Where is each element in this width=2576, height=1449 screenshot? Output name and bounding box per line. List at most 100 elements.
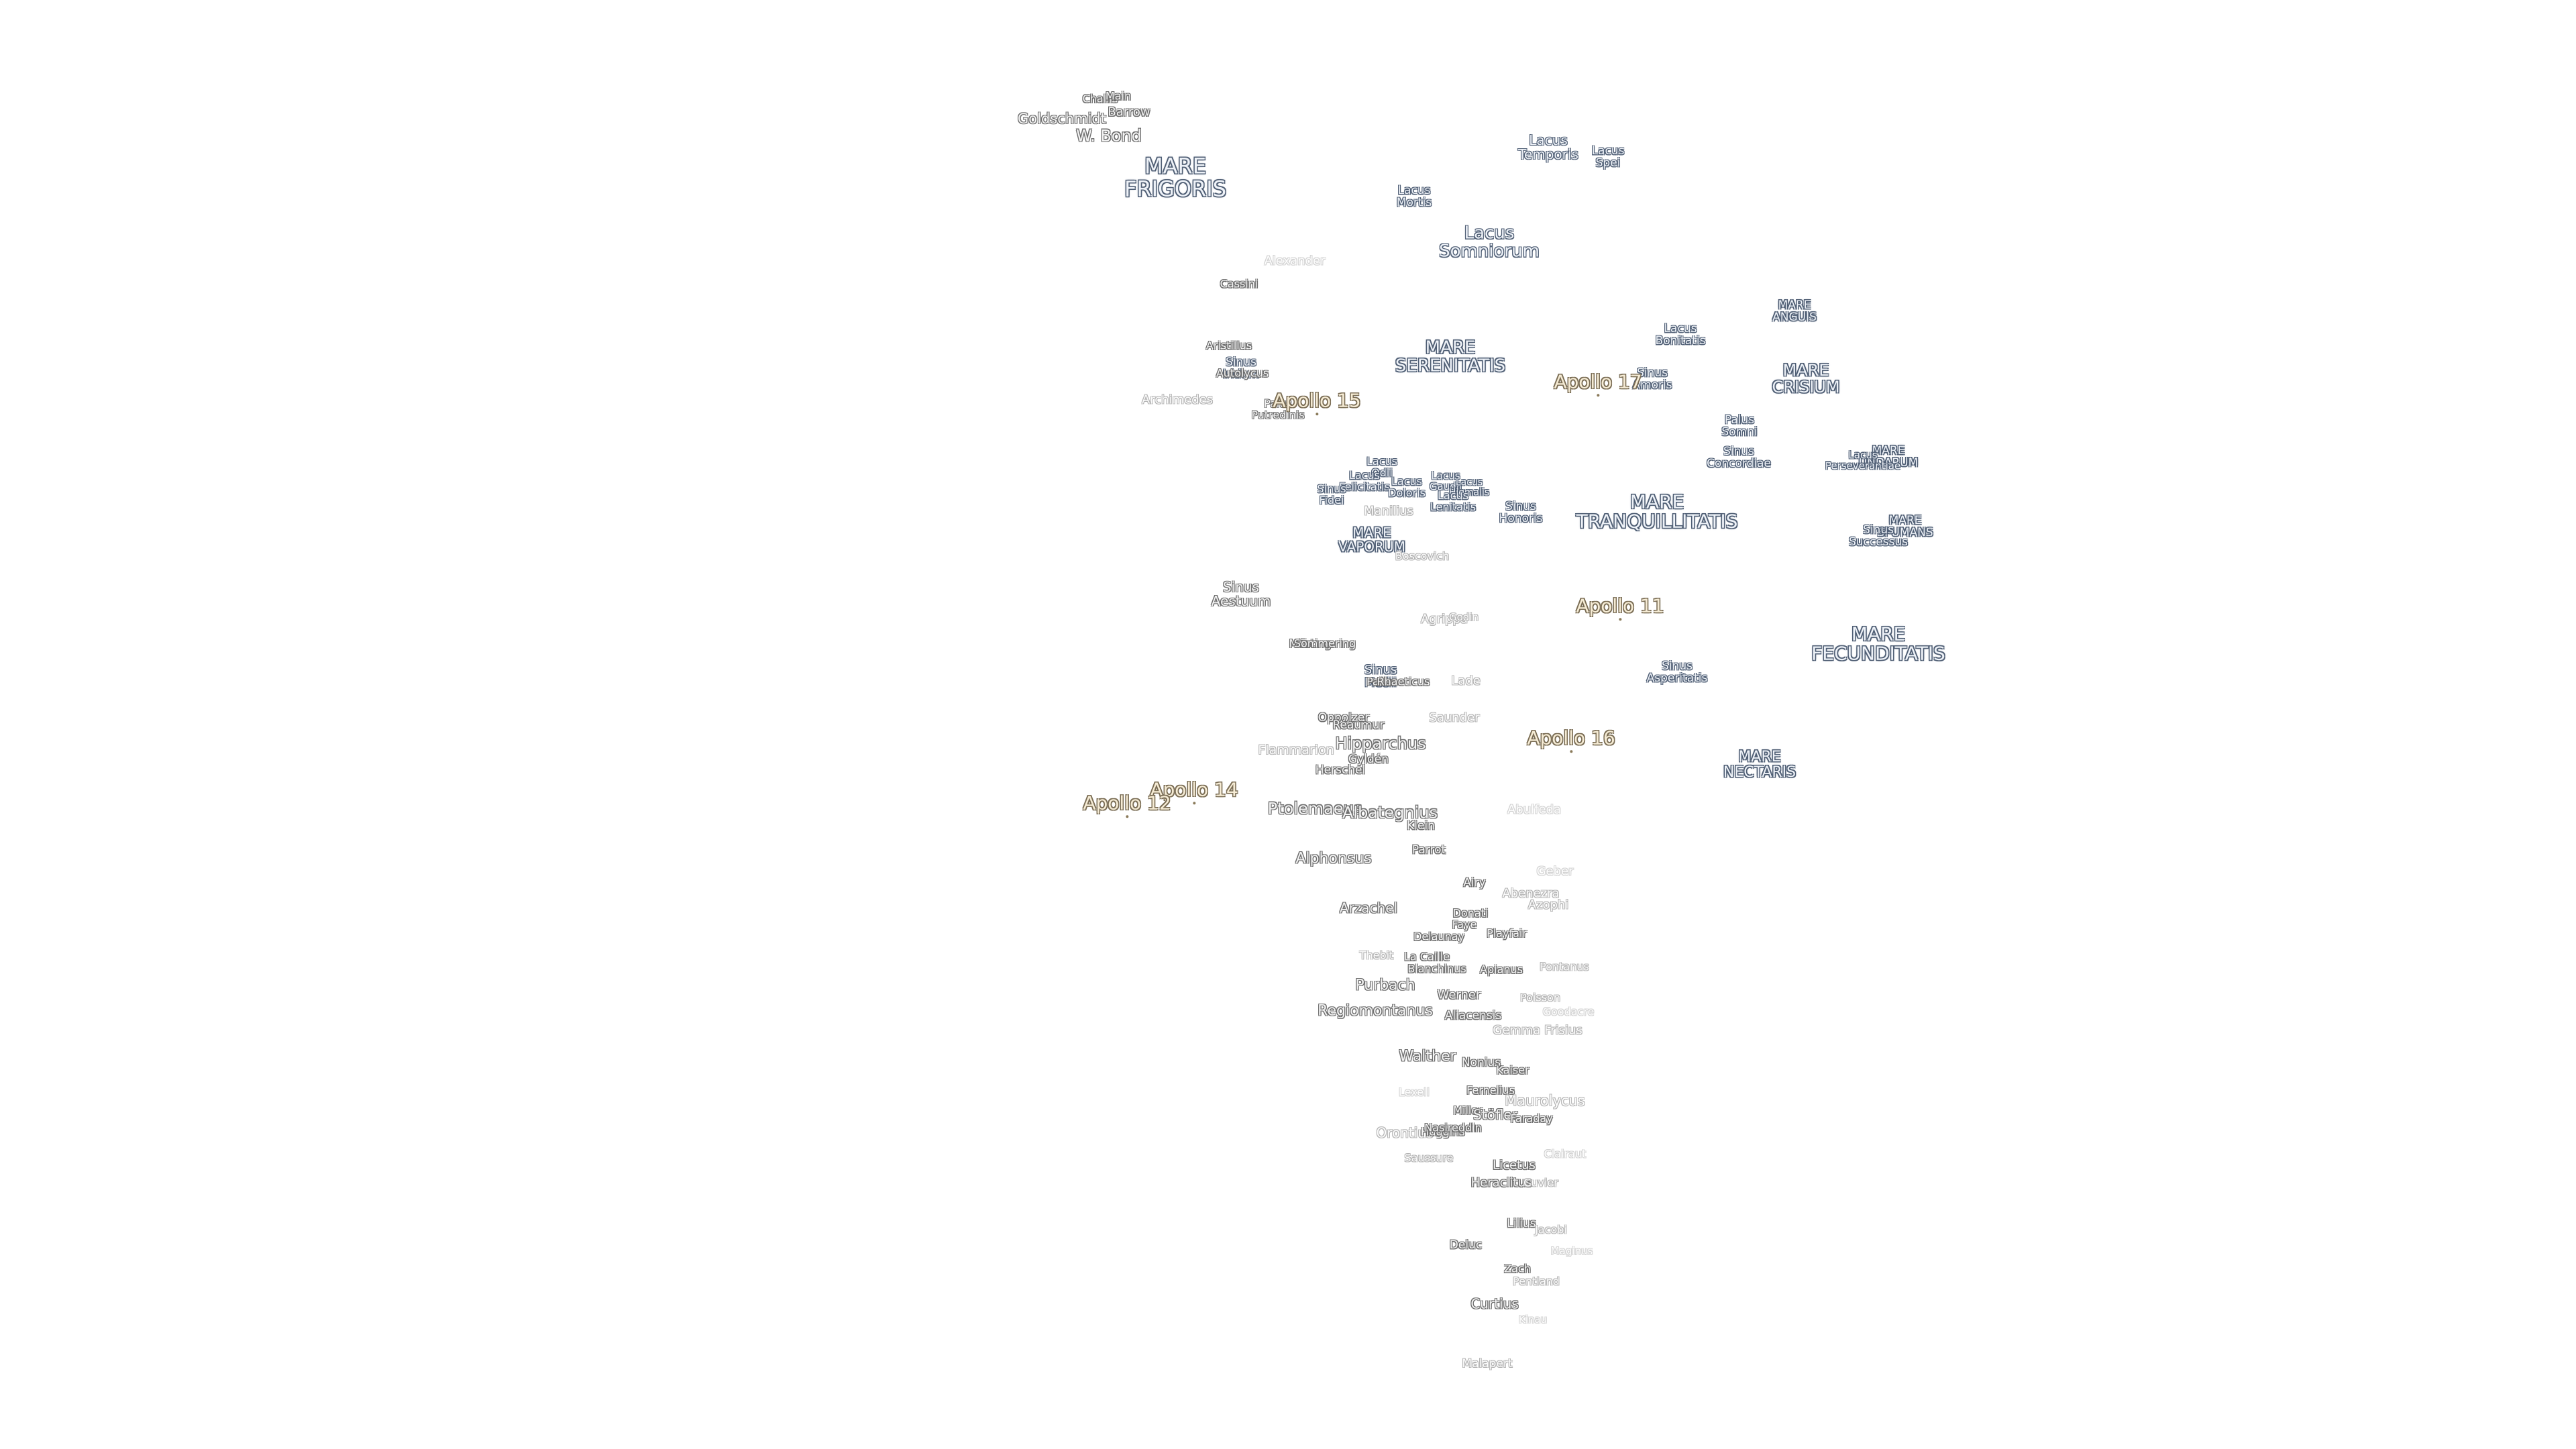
sinus-aestuum-label[interactable]: Sinus Aestuum xyxy=(1212,580,1271,608)
apollo-17-site[interactable]: Apollo 17 xyxy=(1554,370,1642,398)
crater-oppolzer[interactable]: Oppolzer xyxy=(1318,711,1370,725)
lacus-perseverantiae-label[interactable]: Lacus Perseverantiae xyxy=(1825,449,1900,472)
crater-delaunay[interactable]: Delaunay xyxy=(1413,930,1464,943)
crater-goodacre[interactable]: Goodacre xyxy=(1542,1005,1595,1018)
crater-godin[interactable]: Godin xyxy=(1449,611,1479,624)
mare-nectaris-label[interactable]: MARE NECTARIS xyxy=(1723,749,1796,780)
lacus-felicitatis-label[interactable]: Lacus Felicitatis xyxy=(1339,470,1389,493)
mare-tranquillitatis-label[interactable]: MARE TRANQUILLITATIS xyxy=(1576,492,1738,531)
mare-spumans-label[interactable]: MARE SPUMANS xyxy=(1877,515,1933,539)
crater-thebit[interactable]: Thebit xyxy=(1359,949,1394,962)
crater-faraday[interactable]: Faraday xyxy=(1510,1112,1553,1125)
crater-pentland[interactable]: Pentland xyxy=(1513,1275,1560,1288)
crater-jacobi[interactable]: Jacobi xyxy=(1535,1223,1567,1236)
crater-orontius[interactable]: Orontius xyxy=(1376,1124,1434,1141)
sinus-medii-label[interactable]: Sinus Medii xyxy=(1364,663,1397,690)
crater-agrippa[interactable]: Agrippa xyxy=(1420,612,1468,627)
crater-zach[interactable]: Zach xyxy=(1504,1262,1531,1275)
crater-lexell[interactable]: Lexell xyxy=(1399,1085,1430,1099)
crater-gemma-frisius[interactable]: Gemma Frisius xyxy=(1493,1023,1582,1038)
crater-blanchinus[interactable]: Blanchinus xyxy=(1407,962,1466,975)
crater-reaumur[interactable]: Réaumur xyxy=(1332,718,1385,733)
crater-manilius[interactable]: Manilius xyxy=(1364,504,1413,519)
crater-maginus[interactable]: Maginus xyxy=(1550,1245,1593,1258)
crater-aristillus[interactable]: Aristillus xyxy=(1205,339,1252,352)
crater-mosting[interactable]: Mösting xyxy=(1289,637,1332,650)
crater-curtius[interactable]: Curtius xyxy=(1470,1295,1519,1312)
crater-saunder[interactable]: Saunder xyxy=(1429,710,1480,725)
lacus-gaudii-label[interactable]: Lacus Gaudii xyxy=(1430,470,1462,492)
lacus-mortis-label[interactable]: Lacus Mortis xyxy=(1397,184,1432,209)
crater-autolycus[interactable]: Autolycus xyxy=(1216,366,1269,380)
crater-werner[interactable]: Werner xyxy=(1437,987,1481,1002)
crater-klein[interactable]: Klein xyxy=(1407,819,1435,833)
crater-lade[interactable]: Lade xyxy=(1451,674,1481,688)
crater-pontanus[interactable]: Pontanus xyxy=(1540,960,1589,973)
crater-huggins[interactable]: Huggins xyxy=(1421,1125,1465,1138)
crater-goldschmidt[interactable]: Goldschmidt xyxy=(1018,110,1106,127)
crater-azophi[interactable]: Azophi xyxy=(1527,898,1569,912)
sinus-concordiae-label[interactable]: Sinus Concordiae xyxy=(1707,445,1771,470)
crater-alexander[interactable]: Alexander xyxy=(1264,254,1326,268)
crater-ptolemaeus[interactable]: Ptolemaeus xyxy=(1267,799,1362,818)
crater-playfair[interactable]: Playfair xyxy=(1487,926,1527,940)
crater-deluc[interactable]: Deluc xyxy=(1449,1238,1483,1252)
crater-airy[interactable]: Airy xyxy=(1463,876,1486,890)
lacus-doloris-label[interactable]: Lacus Doloris xyxy=(1388,476,1426,499)
sinus-asperitatis-label[interactable]: Sinus Asperitatis xyxy=(1647,660,1708,685)
sinus-honoris-label[interactable]: Sinus Honoris xyxy=(1499,500,1543,525)
sinus-iridum-label[interactable]: Sinus Iridum xyxy=(1223,356,1260,381)
crater-barrow[interactable]: Barrow xyxy=(1108,105,1150,119)
crater-heraclitus[interactable]: Heraclitus xyxy=(1470,1175,1532,1190)
crater-challis[interactable]: Challis xyxy=(1082,92,1118,105)
apollo-16-site[interactable]: Apollo 16 xyxy=(1527,727,1615,754)
lacus-spei-label[interactable]: Lacus Spei xyxy=(1592,145,1625,170)
lacus-somniorum-label[interactable]: Lacus Somniorum xyxy=(1439,224,1540,262)
crater-abenezra[interactable]: Abenezra xyxy=(1502,886,1560,901)
apollo-14-site[interactable]: Apollo 14 xyxy=(1150,778,1238,806)
crater-donati[interactable]: Donati xyxy=(1452,906,1489,920)
crater-clairaut[interactable]: Clairaut xyxy=(1544,1147,1587,1161)
crater-regiomontanus[interactable]: Regiomontanus xyxy=(1318,1002,1433,1020)
lacus-lenitatis-label[interactable]: Lacus Lenitatis xyxy=(1430,490,1476,513)
crater-faye[interactable]: Faye xyxy=(1452,918,1477,931)
crater-w-bond[interactable]: W. Bond xyxy=(1076,126,1142,146)
crater-parrot[interactable]: Parrot xyxy=(1411,843,1446,857)
lacus-bonitatis-label[interactable]: Lacus Bonitatis xyxy=(1656,323,1706,347)
crater-albategnius[interactable]: Albategnius xyxy=(1342,803,1438,822)
crater-walther[interactable]: Walther xyxy=(1399,1048,1456,1065)
mare-undarum-label[interactable]: MARE UNDARUM xyxy=(1859,445,1919,470)
crater-geber[interactable]: Geber xyxy=(1536,864,1574,879)
palus-putredinis-label[interactable]: Palus Putredinis xyxy=(1251,398,1304,421)
crater-maurolycus[interactable]: Maurolycus xyxy=(1505,1092,1585,1109)
crater-fernelius[interactable]: Fernelius xyxy=(1466,1083,1515,1097)
apollo-11-site[interactable]: Apollo 11 xyxy=(1576,594,1664,622)
crater-saussure[interactable]: Saussure xyxy=(1404,1151,1454,1165)
crater-hipparchus[interactable]: Hipparchus xyxy=(1335,734,1426,753)
apollo-12-site[interactable]: Apollo 12 xyxy=(1083,792,1171,819)
apollo-15-site[interactable]: Apollo 15 xyxy=(1273,389,1361,417)
crater-poisson[interactable]: Poisson xyxy=(1520,991,1560,1004)
crater-boscovich[interactable]: Boscovich xyxy=(1395,549,1450,563)
mare-serenitatis-label[interactable]: MARE SERENITATIS xyxy=(1395,339,1505,376)
lacus-odii-label[interactable]: Lacus Odii xyxy=(1366,455,1397,479)
crater-malapert[interactable]: Malapert xyxy=(1462,1357,1513,1371)
crater-rhaeticus[interactable]: Rhaeticus xyxy=(1377,675,1430,688)
mare-frigoris-label[interactable]: MARE FRIGORIS xyxy=(1124,155,1226,200)
crater-main[interactable]: Main xyxy=(1105,89,1132,103)
crater-aliacensis[interactable]: Aliacensis xyxy=(1444,1009,1502,1023)
crater-cuvier[interactable]: Cuvier xyxy=(1523,1176,1558,1189)
crater-miller[interactable]: Miller xyxy=(1453,1104,1483,1117)
crater-purbach[interactable]: Purbach xyxy=(1355,977,1415,994)
palus-somni-label[interactable]: Palus Somni xyxy=(1721,414,1757,439)
crater-nonius[interactable]: Nonius xyxy=(1461,1056,1501,1070)
crater-alphonsus[interactable]: Alphonsus xyxy=(1295,850,1372,867)
crater-sommering[interactable]: Sömmering xyxy=(1293,637,1356,650)
crater-la-caille[interactable]: La Caille xyxy=(1404,950,1450,963)
lacus-temporis-label[interactable]: Lacus Temporis xyxy=(1518,133,1578,162)
mare-fecunditatis-label[interactable]: MARE FECUNDITATIS xyxy=(1811,624,1945,663)
sinus-successus-label[interactable]: Sinus Successus xyxy=(1849,524,1908,549)
mare-vaporum-label[interactable]: MARE VAPORUM xyxy=(1338,526,1405,554)
crater-abulfeda[interactable]: Abulfeda xyxy=(1507,802,1562,817)
